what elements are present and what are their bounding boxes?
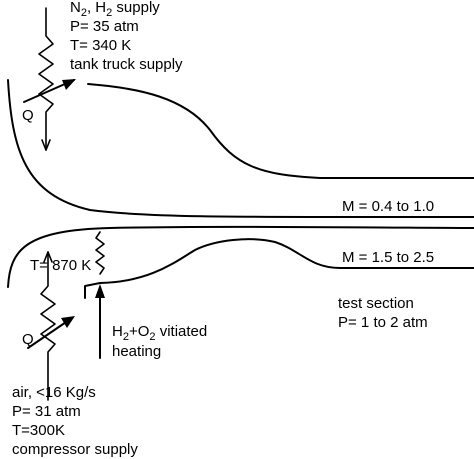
top-heater-arrowhead-icon [62, 79, 76, 90]
bottom-heat-flow-arrow-icon [43, 251, 53, 263]
mach-lower-label: M = 1.5 to 2.5 [342, 249, 434, 266]
top-supply-pressure: P= 35 atm [70, 18, 139, 35]
test-section-pressure: P= 1 to 2 atm [338, 314, 428, 331]
lower-nozzle-lower-wall [99, 238, 474, 284]
top-supply-temperature: T= 340 K [70, 37, 131, 54]
upper-nozzle-outer-wall [87, 83, 474, 179]
test-section-title: test section [338, 295, 414, 312]
top-supply-source: tank truck supply [70, 56, 183, 73]
bottom-heat-label: Q [22, 331, 34, 348]
top-heat-resistor-icon [38, 7, 54, 151]
top-supply-gases-label: N2, H2 supply [70, 0, 160, 19]
vitiated-heating-arrowhead-icon [95, 284, 105, 298]
air-supply-flow: air, <16 Kg/s [12, 384, 96, 401]
air-supply-pressure: P= 31 atm [12, 403, 81, 420]
top-heat-label: Q [22, 107, 34, 124]
air-supply-temperature: T=300K [12, 422, 65, 439]
bottom-temperature-label: T= 870 K [30, 257, 91, 274]
bottom-heat-resistor-icon [40, 251, 56, 401]
mach-upper-label: M = 0.4 to 1.0 [342, 198, 434, 215]
bottom-heater-arrowhead-icon [61, 316, 75, 328]
top-heat-flow-arrow-icon [41, 139, 51, 151]
vitiated-heating-wavy-line-icon [95, 231, 105, 275]
heater-inlet-duct [84, 282, 101, 299]
lower-nozzle-upper-wall [7, 225, 474, 288]
vitiated-heating-line2: heating [112, 343, 161, 360]
vitiated-heating-title: H2+O2 vitiated [112, 323, 207, 343]
air-supply-source: compressor supply [12, 441, 138, 458]
upper-nozzle-inner-wall [7, 79, 474, 219]
